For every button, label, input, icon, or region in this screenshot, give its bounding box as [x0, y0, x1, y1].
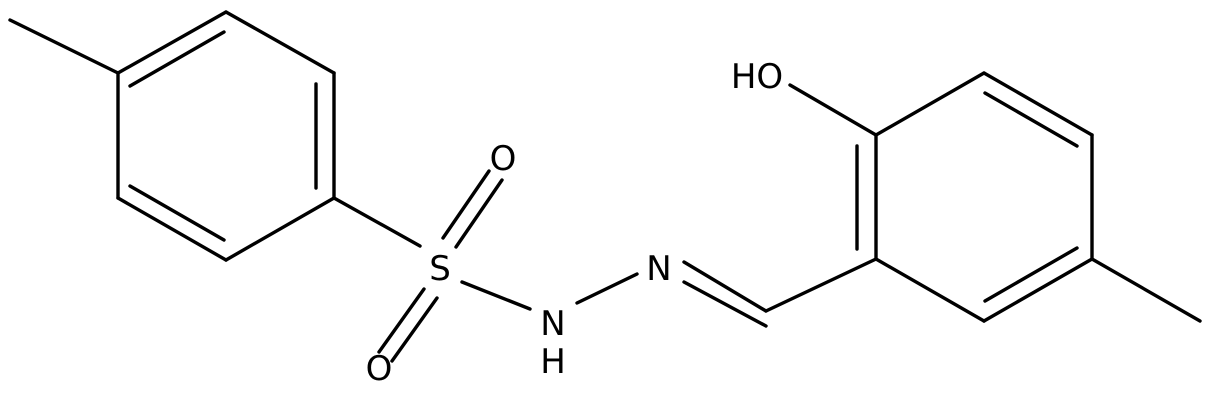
bond-ring-a-2 — [224, 10, 336, 75]
bond-ring-b-2 — [874, 71, 986, 137]
bonds — [8, 10, 1202, 363]
bond-ring-a-4 — [224, 196, 336, 262]
atom-ho: HO — [731, 57, 783, 97]
bond-s-o-bottom-1 — [377, 287, 426, 354]
bond-ring-b-3-inner — [983, 91, 1079, 148]
bond-ring-b-5-inner — [983, 246, 1079, 303]
bond-s-o-top-2 — [454, 178, 504, 249]
atom-nh-h: H — [540, 342, 566, 382]
bond-ring-a-5-inner — [128, 184, 226, 242]
bond-ring-a-1-inner — [128, 30, 226, 88]
bond-ring-a-1 — [116, 10, 228, 75]
bond-n-n — [575, 272, 639, 305]
atom-nh-n: N — [540, 304, 565, 344]
bond-c-ring — [764, 257, 878, 313]
bond-ring-b-3 — [982, 71, 1094, 137]
bond-ring-a-5 — [116, 196, 228, 262]
bond-ring-s — [332, 196, 422, 248]
bond-n-c-1 — [682, 260, 768, 313]
bond-c-oh — [788, 83, 878, 137]
bond-s-n — [460, 280, 532, 311]
bond-methyl-right — [1090, 257, 1202, 323]
bond-methyl-left — [8, 18, 120, 75]
bond-s-o-top-1 — [441, 169, 491, 240]
bond-ring-b-6 — [874, 257, 986, 323]
bond-n-c-2 — [682, 280, 768, 328]
bond-s-o-bottom-2 — [390, 296, 439, 363]
atom-o-bottom: O — [366, 349, 393, 389]
bond-ring-b-5 — [982, 257, 1094, 323]
atom-n-imine: N — [646, 249, 671, 289]
atom-s: S — [429, 249, 451, 289]
atom-o-top: O — [490, 139, 517, 179]
